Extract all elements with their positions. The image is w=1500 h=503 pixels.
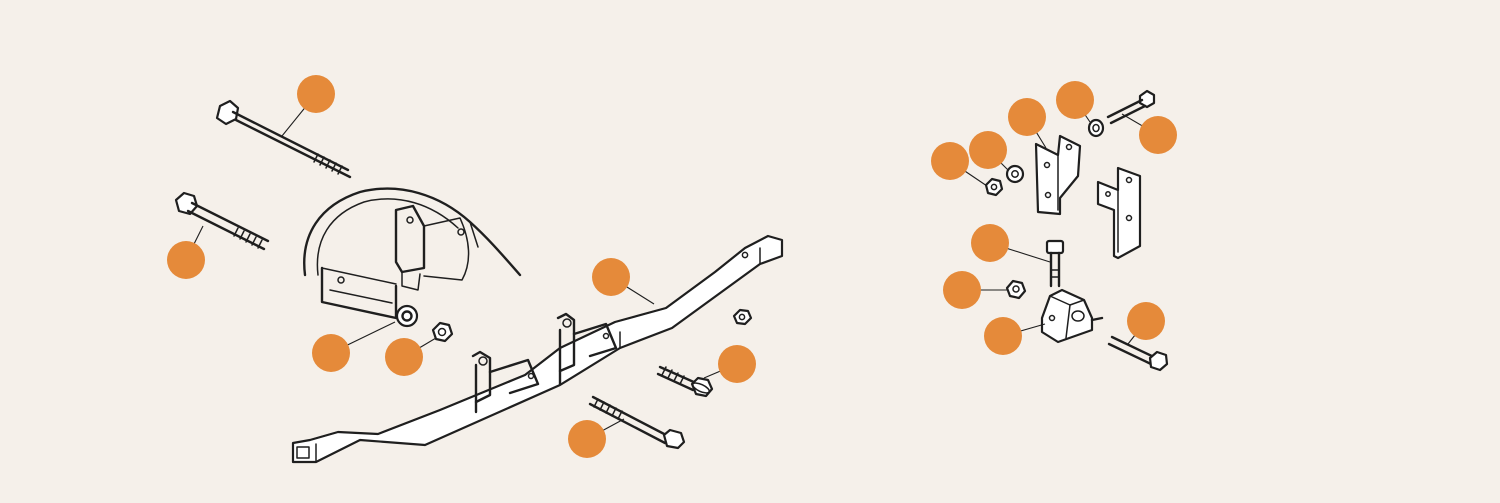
callout-nut-small-left-marker: [931, 142, 969, 180]
callout-long-bolt-top-marker: [297, 75, 335, 113]
callout-washer-top-marker: [1056, 81, 1094, 119]
callout-long-bolt-left[interactable]: [167, 241, 205, 279]
callout-mount-bolt-marker: [1127, 302, 1165, 340]
small-bolt-top: [1106, 89, 1156, 125]
callout-washer-small[interactable]: [969, 131, 1007, 169]
callout-washer-small-marker: [969, 131, 1007, 169]
callout-mount-bolt[interactable]: [1127, 302, 1165, 340]
callout-bracket[interactable]: [1008, 98, 1046, 136]
nut: [431, 321, 454, 343]
bracket: [1034, 134, 1082, 216]
bracket-rear: [1096, 166, 1142, 260]
callout-mount-marker: [984, 317, 1022, 355]
callout-nut[interactable]: [385, 338, 423, 376]
washer-top: [1087, 118, 1105, 138]
callout-small-bolt-top[interactable]: [1139, 116, 1177, 154]
nut-small-left: [984, 177, 1004, 197]
stud-bolt: [1045, 239, 1065, 288]
fender-wheel-arch: [303, 187, 522, 320]
callout-washer-top[interactable]: [1056, 81, 1094, 119]
callout-stud-bolt[interactable]: [971, 224, 1009, 262]
long-bolt-left: [174, 191, 270, 251]
small-nut: [732, 308, 753, 326]
callout-washer-marker: [312, 334, 350, 372]
callout-small-bolt-top-marker: [1139, 116, 1177, 154]
washer: [395, 304, 419, 328]
callout-markers: [167, 75, 1177, 458]
callout-nut-small-left[interactable]: [931, 142, 969, 180]
crossmember: [291, 234, 784, 464]
callout-long-bolt-top[interactable]: [297, 75, 335, 113]
callout-washer[interactable]: [312, 334, 350, 372]
callout-crossmember[interactable]: [592, 258, 630, 296]
callout-bracket-marker: [1008, 98, 1046, 136]
callout-stud-bolt-marker: [971, 224, 1009, 262]
callout-nut-small-marker: [943, 271, 981, 309]
callout-flange-bolt[interactable]: [718, 345, 756, 383]
callout-flange-bolt-marker: [718, 345, 756, 383]
long-bolt-top: [215, 99, 352, 179]
washer-small: [1005, 164, 1025, 184]
callout-crossmember-marker: [592, 258, 630, 296]
nut-small: [1005, 279, 1027, 300]
callout-nut-marker: [385, 338, 423, 376]
engine-mount: [1040, 288, 1104, 344]
callout-short-bolt[interactable]: [568, 420, 606, 458]
callout-long-bolt-left-marker: [167, 241, 205, 279]
callout-nut-small[interactable]: [943, 271, 981, 309]
short-bolt: [588, 395, 686, 450]
mount-bolt: [1107, 335, 1169, 372]
callout-short-bolt-marker: [568, 420, 606, 458]
flange-bolt: [656, 365, 714, 398]
callout-mount[interactable]: [984, 317, 1022, 355]
